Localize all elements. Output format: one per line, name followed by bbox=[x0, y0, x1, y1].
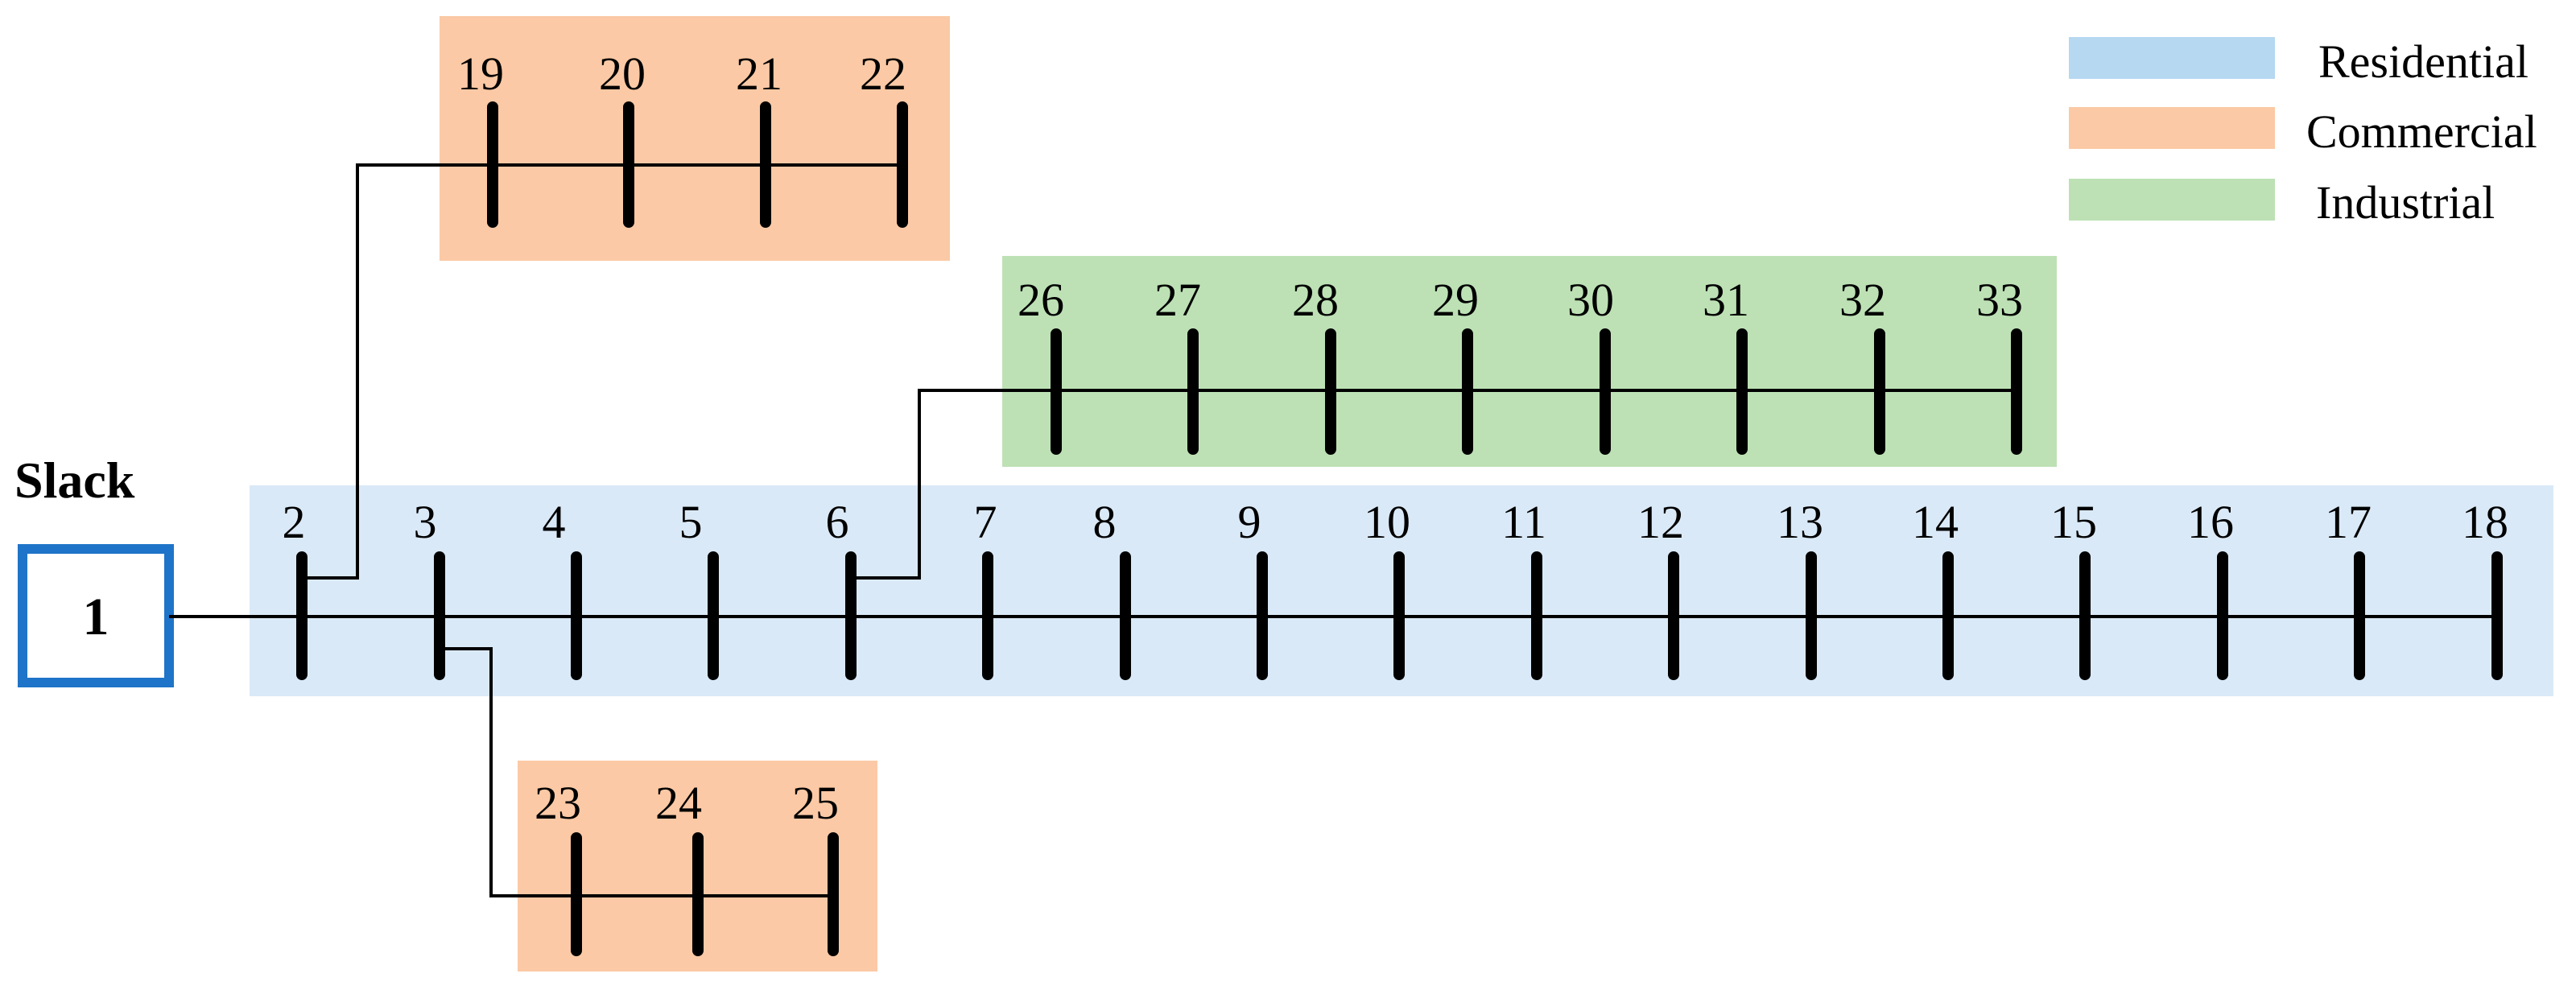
bus-label-15: 15 bbox=[2050, 496, 2097, 548]
bus-label-12: 12 bbox=[1637, 496, 1684, 548]
legend-swatch-residential bbox=[2069, 37, 2275, 79]
bus-label-24: 24 bbox=[655, 777, 702, 829]
bus-label-2: 2 bbox=[283, 496, 306, 548]
bus-label-19: 19 bbox=[457, 47, 504, 100]
bus-label-16: 16 bbox=[2187, 496, 2234, 548]
commercial-zone-top bbox=[440, 16, 950, 261]
legend: Residential Commercial Industrial bbox=[2069, 35, 2537, 229]
bus-label-28: 28 bbox=[1292, 274, 1339, 326]
legend-swatch-commercial bbox=[2069, 107, 2275, 149]
legend-label-residential: Residential bbox=[2318, 35, 2529, 88]
bus-label-29: 29 bbox=[1432, 274, 1479, 326]
bus-label-25: 25 bbox=[792, 777, 839, 829]
bus-label-10: 10 bbox=[1364, 496, 1410, 548]
bus-label-14: 14 bbox=[1912, 496, 1959, 548]
bus-label-17: 17 bbox=[2325, 496, 2372, 548]
bus-label-21: 21 bbox=[736, 47, 782, 100]
bus-label-23: 23 bbox=[535, 777, 581, 829]
bus-label-20: 20 bbox=[599, 47, 646, 100]
bus-label-11: 11 bbox=[1501, 496, 1546, 548]
bus-label-31: 31 bbox=[1703, 274, 1749, 326]
bus-label-8: 8 bbox=[1093, 496, 1117, 548]
bus-label-22: 22 bbox=[860, 47, 906, 100]
bus-label-4: 4 bbox=[543, 496, 566, 548]
bus-label-5: 5 bbox=[679, 496, 703, 548]
bus-label-7: 7 bbox=[974, 496, 997, 548]
slack-bus-box bbox=[18, 544, 174, 687]
bus-bars bbox=[296, 101, 2503, 956]
bus-label-26: 26 bbox=[1018, 274, 1064, 326]
bus-label-3: 3 bbox=[414, 496, 437, 548]
slack-bus-number: 1 bbox=[83, 588, 109, 646]
bus-label-6: 6 bbox=[826, 496, 849, 548]
bus-label-27: 27 bbox=[1154, 274, 1201, 326]
lateral-line-bus3-to-23 bbox=[440, 647, 833, 897]
bus-label-13: 13 bbox=[1777, 496, 1823, 548]
bus-label-30: 30 bbox=[1567, 274, 1614, 326]
legend-label-commercial: Commercial bbox=[2306, 105, 2537, 158]
bus-label-9: 9 bbox=[1238, 496, 1261, 548]
bus-label-18: 18 bbox=[2462, 496, 2508, 548]
bus-label-33: 33 bbox=[1976, 274, 2023, 326]
legend-swatch-industrial bbox=[2069, 179, 2275, 221]
slack-label: Slack bbox=[14, 452, 135, 509]
legend-label-industrial: Industrial bbox=[2316, 176, 2495, 229]
bus-label-32: 32 bbox=[1839, 274, 1886, 326]
